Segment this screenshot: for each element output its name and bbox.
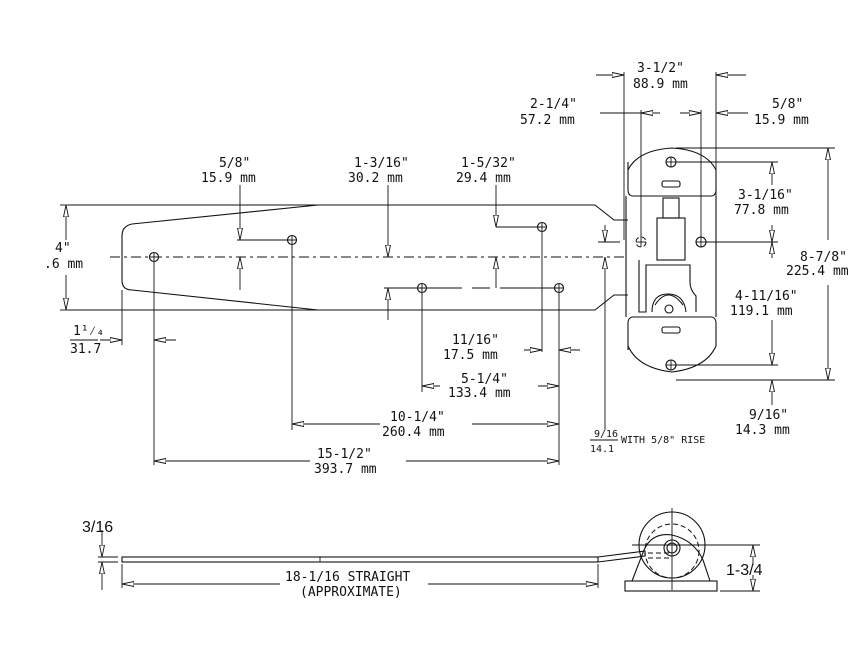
dim-small-spacing-in: 11/16" — [452, 333, 499, 348]
top-view-labels: 3-1/2" 88.9 mm 2-1/4" 57.2 mm 5/8" 15.9 … — [44, 61, 849, 477]
dim-spacing-b-mm: 260.4 mm — [382, 425, 445, 440]
offset-arrows — [66, 185, 496, 340]
dim-overall-height-in: 8-7/8" — [800, 250, 847, 265]
dim-rise-in: 9/16 — [594, 429, 618, 440]
dim-lower-hole-in: 4-11/16" — [735, 289, 798, 304]
dim-small-spacing-mm: 17.5 mm — [443, 348, 498, 363]
dim-overall-width-in: 3-1/2" — [637, 61, 684, 76]
dim-pin-offset-mm: 57.2 mm — [520, 113, 575, 128]
dim-rise-note: WITH 5/8" RISE — [621, 435, 705, 446]
dim-hole-offset-2-mm: 30.2 mm — [348, 171, 403, 186]
hole-hidden — [635, 236, 647, 248]
dim-end-offset-mm: 31.7 — [70, 342, 101, 357]
dim-end-offset-in: 1¹⁄₄ — [73, 324, 104, 339]
hole — [695, 236, 707, 248]
dim-hole-offset-1-mm: 15.9 mm — [201, 171, 256, 186]
dim-strap-width-mm: .6 mm — [44, 257, 83, 272]
dim-bottom-edge-mm: 14.3 mm — [735, 423, 790, 438]
strap-outline — [68, 204, 628, 311]
dim-strap-width-in: 4" — [55, 241, 71, 256]
dim-upper-hole-mm: 77.8 mm — [734, 203, 789, 218]
dim-flange-edge-in: 5/8" — [772, 97, 803, 112]
dim-spacing-c-in: 15-1/2" — [317, 447, 372, 462]
hinge-body — [625, 147, 717, 373]
dim-hole-offset-3-in: 1-5/32" — [461, 156, 516, 171]
dim-hole-offset-2-in: 1-3/16" — [354, 156, 409, 171]
side-view: 3/16 18-1/16 STRAIGHT (APPROXIMATE) 1-3/… — [82, 508, 763, 600]
dim-overall-width-mm: 88.9 mm — [633, 77, 688, 92]
hole — [665, 359, 677, 371]
hole — [665, 156, 677, 168]
dim-flange-edge-mm: 15.9 mm — [754, 113, 809, 128]
dim-spacing-a-in: 5-1/4" — [461, 372, 508, 387]
dim-lower-hole-mm: 119.1 mm — [730, 304, 793, 319]
side-thickness: 3/16 — [82, 519, 113, 536]
dim-bottom-edge-in: 9/16" — [749, 408, 788, 423]
extension-lines — [60, 204, 560, 465]
side-length-label: 18-1/16 STRAIGHT — [285, 570, 410, 585]
hinge-dimension-lines — [596, 72, 835, 430]
dim-rise-mm: 14.1 — [590, 444, 614, 455]
dim-upper-hole-in: 3-1/16" — [738, 188, 793, 203]
dim-hole-offset-1-in: 5/8" — [219, 156, 250, 171]
dim-overall-height-mm: 225.4 mm — [786, 264, 849, 279]
side-length-note: (APPROXIMATE) — [300, 585, 402, 600]
dim-hole-offset-3-mm: 29.4 mm — [456, 171, 511, 186]
bottom-dimension-lines — [154, 350, 580, 461]
dim-spacing-a-mm: 133.4 mm — [448, 386, 511, 401]
dim-spacing-b-in: 10-1/4" — [390, 410, 445, 425]
side-height: 1-3/4 — [726, 562, 763, 579]
dim-pin-offset-in: 2-1/4" — [530, 97, 577, 112]
dim-spacing-c-mm: 393.7 mm — [314, 462, 377, 477]
hole — [148, 251, 160, 263]
